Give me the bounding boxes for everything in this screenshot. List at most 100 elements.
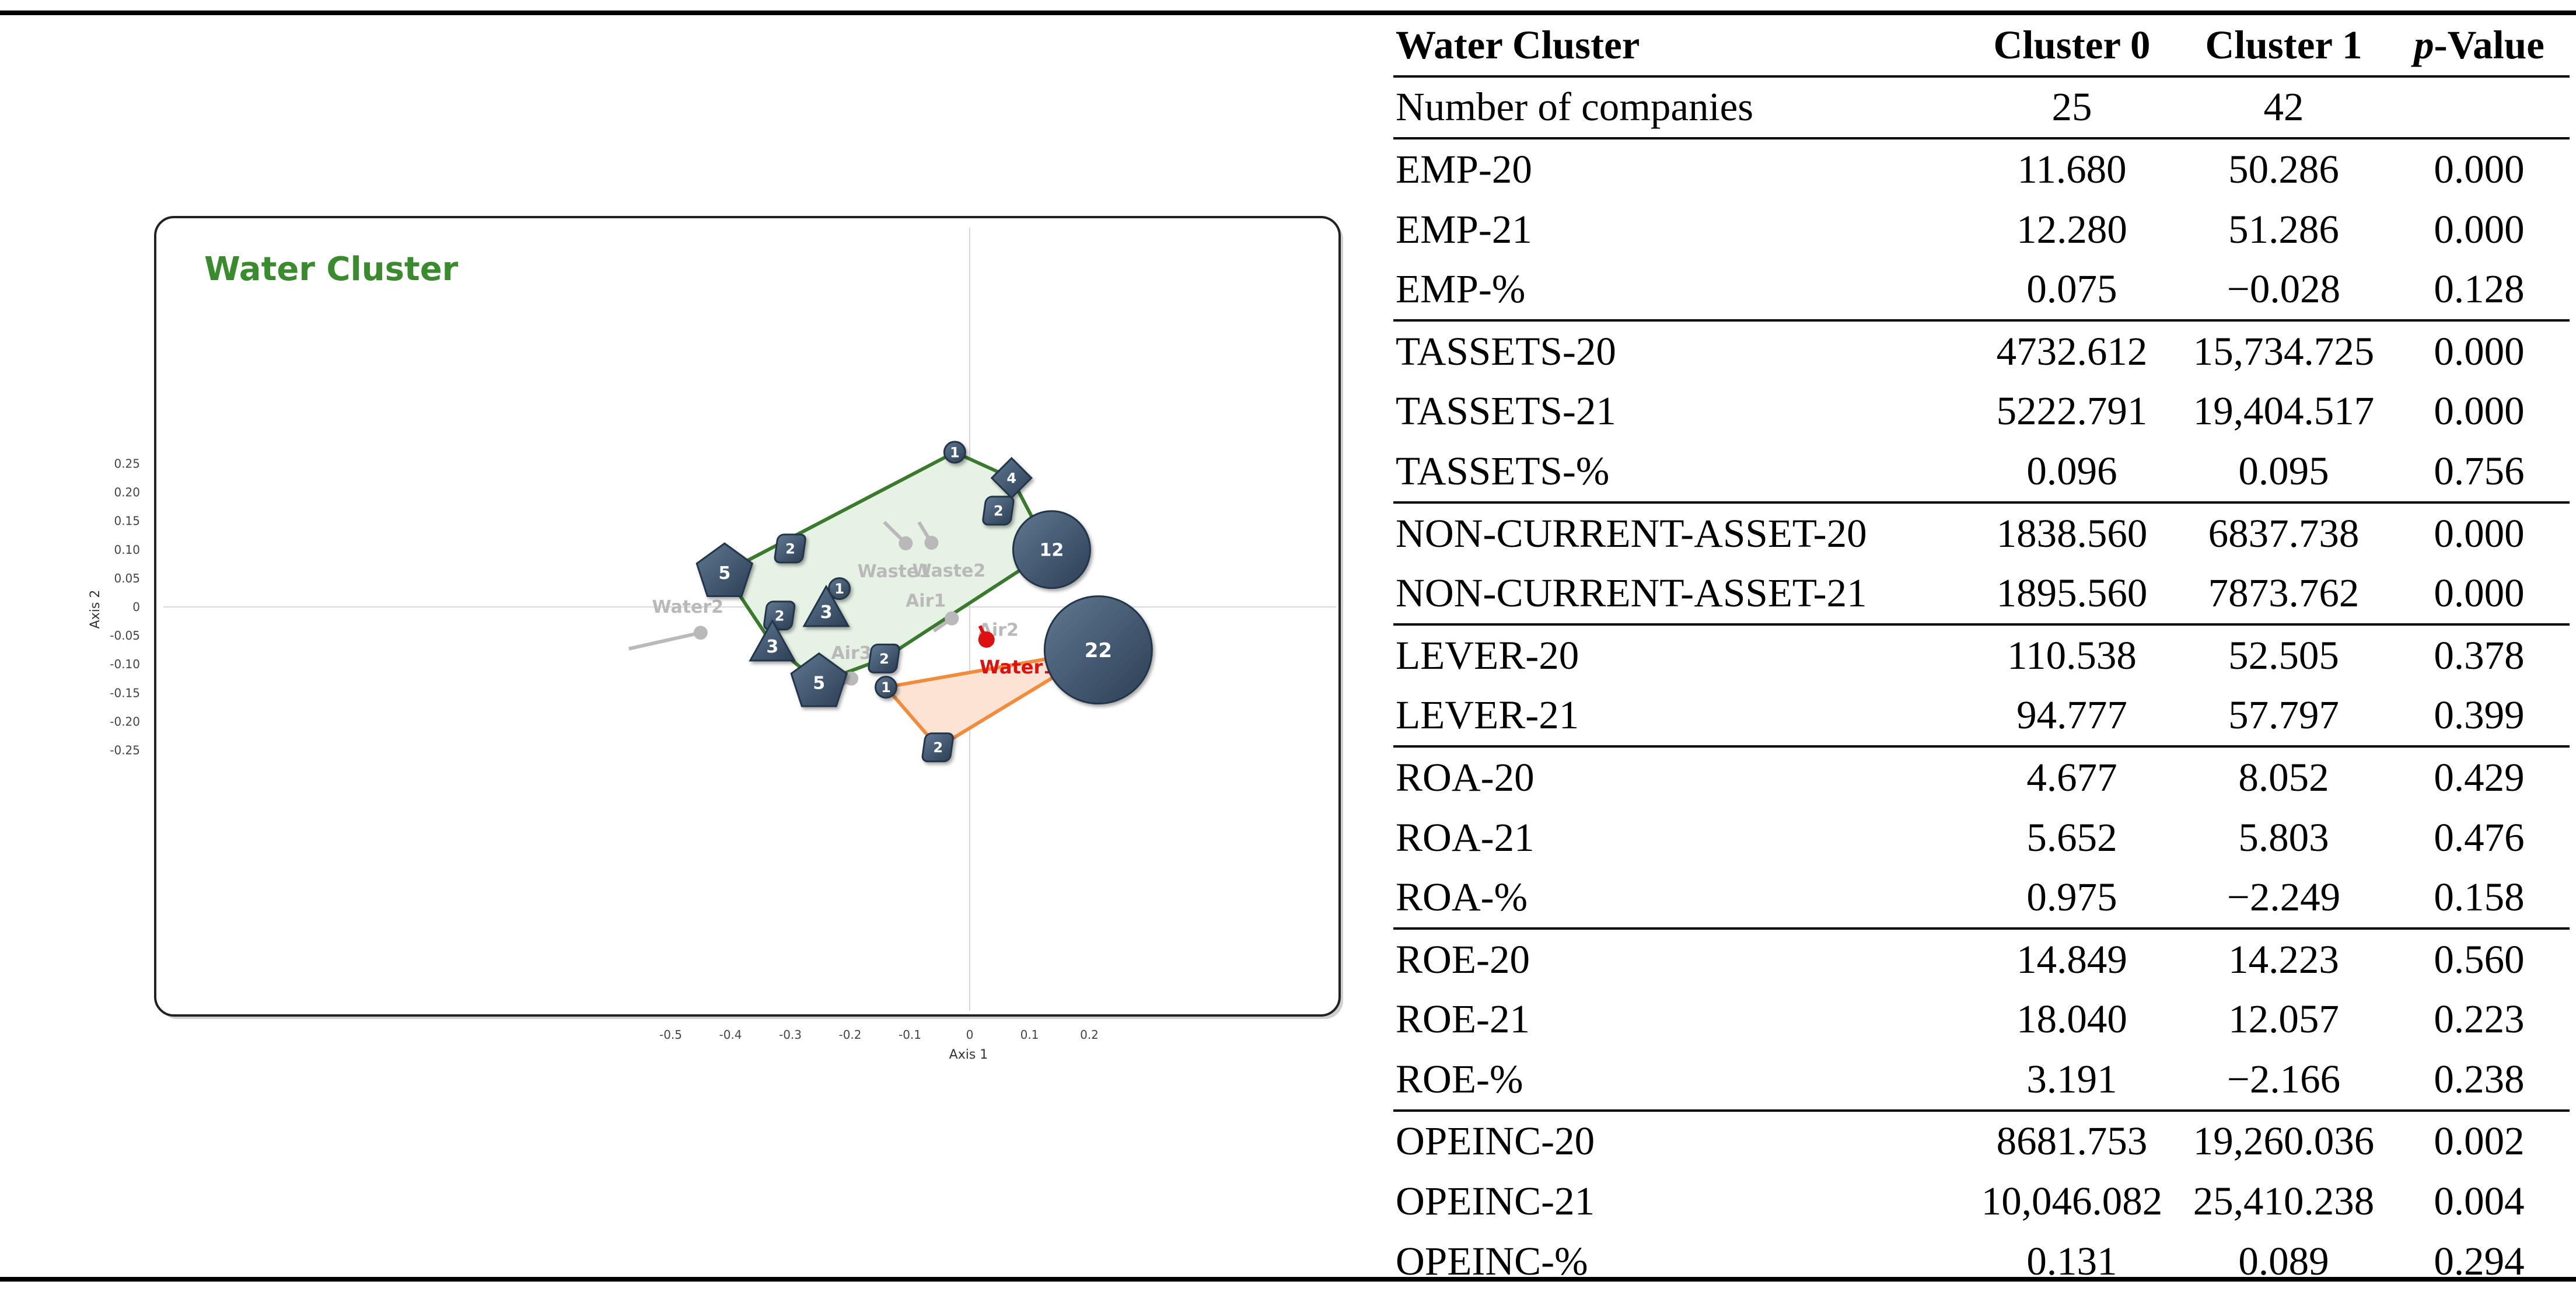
y-tick-label: 0.20 (114, 486, 140, 500)
triangle-marker (802, 584, 850, 627)
row-label-cell: TASSETS-% (1393, 441, 1965, 504)
header-p-letter: p (2414, 22, 2434, 67)
supplementary-point (899, 536, 913, 550)
y-tick-label: 0 (132, 600, 140, 614)
circle-marker (875, 675, 897, 699)
cluster-point: 2 (921, 732, 954, 763)
row-label-cell: TASSETS-21 (1396, 389, 1616, 434)
row-label-cell: ROE-21 (1396, 997, 1530, 1042)
row-label-cell: NON-CURRENT-ASSET-20 (1396, 511, 1867, 556)
cluster-point: 2 (868, 643, 900, 673)
supplementary-label: Waste1 (857, 561, 931, 582)
row-label-cell: LEVER-21 (1393, 685, 1965, 748)
active-point-label: Water1 (980, 656, 1056, 678)
cluster-0-cell: 8681.753 (1996, 1119, 2148, 1164)
cluster-point: 1 (828, 577, 851, 601)
cluster-point-label: 2 (775, 608, 785, 624)
cluster-point: 1 (875, 675, 897, 699)
cluster-1-hull (884, 648, 1100, 749)
cluster-0-cell: 0.075 (1965, 259, 2179, 322)
cluster-point: 1 (943, 441, 966, 464)
p-value-cell: 0.002 (2434, 1119, 2525, 1164)
cluster-1-cell: 8.052 (2238, 755, 2329, 800)
square-marker (982, 495, 1015, 526)
cluster-point-label: 1 (950, 445, 960, 461)
cluster-0-cell: 110.538 (2007, 633, 2137, 678)
y-tick-label: -0.20 (110, 714, 140, 728)
cluster-0-cell: 0.975 (1965, 867, 2179, 930)
row-label-cell: Number of companies (1393, 76, 1965, 140)
cluster-1-cell: 0.089 (2238, 1238, 2329, 1283)
p-value-cell: 0.000 (2434, 511, 2525, 556)
cluster-0-cell: 11.680 (2017, 146, 2127, 191)
supplementary-label: Waste2 (913, 561, 986, 581)
cluster-point: 3 (802, 584, 850, 627)
cluster-point-label: 5 (718, 563, 730, 584)
row-label-cell: EMP-21 (1396, 207, 1532, 252)
y-tick-label: 0.05 (114, 571, 140, 585)
row-label-cell: EMP-% (1393, 259, 1965, 322)
p-value-cell: 0.476 (2434, 815, 2525, 860)
y-tick-label: -0.05 (110, 629, 140, 643)
cluster-1-cell: 5.803 (2238, 815, 2329, 860)
cluster-1-cell: 6837.738 (2208, 511, 2360, 556)
p-value-cell: 0.294 (2434, 1238, 2525, 1283)
cluster-0-cell: 4.677 (2026, 755, 2117, 800)
cluster-1-cell: 19,404.517 (2193, 389, 2375, 434)
cluster-point-label: 1 (834, 581, 844, 597)
header-p-value: p-Value (2389, 15, 2570, 78)
cluster-0-cell: 1838.560 (1996, 511, 2148, 556)
circle-marker (1043, 595, 1153, 705)
cluster-point-label: 2 (879, 651, 889, 667)
cluster-0-cell: 12.280 (2016, 207, 2127, 252)
cluster-point-label: 22 (1085, 639, 1112, 662)
y-tick-label: -0.25 (110, 744, 140, 758)
p-value-cell: 0.238 (2389, 1049, 2570, 1112)
x-tick-label: -0.3 (779, 1028, 802, 1042)
cluster-1-cell: 42 (2179, 76, 2389, 140)
cluster-point: 3 (749, 619, 796, 662)
cluster-point-label: 3 (766, 637, 778, 657)
cluster-0-cell: 14.849 (2016, 937, 2127, 982)
row-label-cell: OPEINC-21 (1396, 1179, 1595, 1224)
cluster-0-cell: 5.652 (2026, 815, 2117, 860)
y-tick-label: 0.15 (114, 514, 140, 528)
cluster-point-label: 2 (994, 503, 1004, 519)
square-marker (868, 643, 900, 673)
cluster-point: 5 (790, 652, 848, 707)
p-value-cell: 0.000 (2434, 329, 2525, 374)
row-label-cell: EMP-20 (1396, 146, 1532, 191)
x-tick-label: -0.4 (719, 1028, 742, 1042)
row-label-cell: ROE-20 (1396, 937, 1530, 982)
top-rule (0, 11, 2576, 15)
y-tick-label: 0.25 (114, 457, 140, 471)
p-value-cell: 0.223 (2434, 997, 2525, 1042)
table-header-row: Water Cluster Cluster 0 Cluster 1 p-Valu… (1393, 15, 2570, 78)
p-value-cell: 0.399 (2389, 685, 2570, 748)
p-value-cell: 0.004 (2434, 1179, 2525, 1224)
p-value-cell: 0.429 (2434, 755, 2525, 800)
pentagon-marker (695, 542, 754, 597)
p-value-cell: 0.378 (2434, 633, 2525, 678)
row-label-cell: ROA-% (1393, 867, 1965, 930)
header-water-cluster: Water Cluster (1393, 15, 1965, 78)
p-value-cell: 0.000 (2434, 389, 2525, 434)
square-marker (921, 732, 954, 763)
triangle-marker (749, 619, 796, 662)
cluster-point: 2 (774, 533, 806, 564)
y-axis-label: Axis 2 (88, 590, 103, 629)
cluster-0-cell: 4732.612 (1996, 329, 2148, 374)
cluster-point: 2 (982, 495, 1015, 526)
